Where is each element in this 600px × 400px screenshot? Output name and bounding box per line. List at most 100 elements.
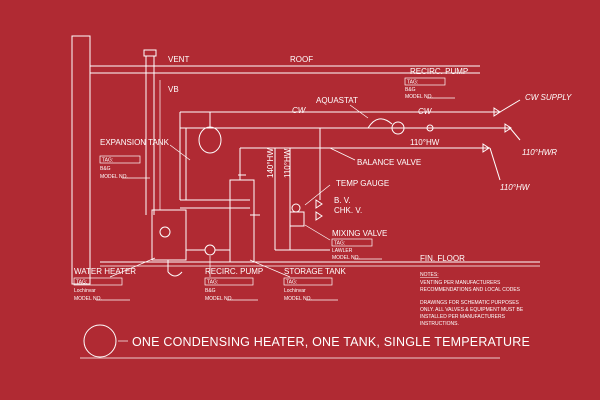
label-vb: VB bbox=[168, 85, 179, 94]
right-supply-lines bbox=[482, 99, 521, 181]
tag-model: MODEL NO. bbox=[100, 174, 128, 180]
tag-model: MODEL NO. bbox=[205, 296, 233, 302]
storage-tank bbox=[229, 174, 255, 263]
wall-column bbox=[71, 35, 91, 285]
hwr-valve bbox=[504, 123, 512, 133]
tag-maker: Lochinvar bbox=[74, 288, 96, 294]
recirc-pump-top-body bbox=[391, 121, 405, 135]
water-heater-burner bbox=[159, 226, 171, 238]
leader-storage-tank bbox=[249, 259, 291, 278]
label-aquastat: AQUASTAT bbox=[316, 96, 358, 105]
label-recirc-pump-top: RECIRC. PUMP bbox=[410, 67, 468, 76]
label-vent: VENT bbox=[168, 55, 189, 64]
title-block bbox=[80, 324, 500, 359]
tag-model: MODEL NO. bbox=[405, 94, 433, 100]
label-chkv: CHK. V. bbox=[334, 206, 362, 215]
tag-model: MODEL NO. bbox=[284, 296, 312, 302]
notes-line-3: DRAWINGS FOR SCHEMATIC PURPOSES bbox=[420, 300, 520, 306]
notes-heading: NOTES: bbox=[420, 272, 439, 278]
label-mixing-valve: MIXING VALVE bbox=[332, 229, 387, 238]
leader-lines bbox=[109, 104, 369, 278]
tag-blocks: TAG: B&G MODEL NO. TAG: B&G MODEL NO. TA… bbox=[73, 77, 455, 302]
label-fin-floor: FIN. FLOOR bbox=[420, 254, 465, 263]
tag-maker: B&G bbox=[405, 87, 416, 93]
tag-box bbox=[283, 277, 333, 286]
label-cw-b: CW bbox=[418, 107, 433, 116]
tag-label: TAG: bbox=[334, 241, 345, 247]
notes-line-6: INSTRUCTIONS. bbox=[420, 321, 459, 327]
tag-block-water-heater: TAG: Lochinvar MODEL NO. bbox=[73, 277, 130, 302]
tag-maker: B&G bbox=[205, 288, 216, 294]
storage-tank-body bbox=[229, 179, 255, 263]
tag-block-storage-tank: TAG: Lochinvar MODEL NO. bbox=[283, 277, 338, 302]
hw-leader bbox=[489, 147, 501, 181]
label-recirc-pump-bottom: RECIRC. PUMP bbox=[205, 267, 263, 276]
tag-label: TAG: bbox=[102, 158, 113, 164]
tag-label: TAG: bbox=[76, 280, 87, 286]
expansion-tank bbox=[198, 112, 222, 154]
gauge-icon bbox=[426, 124, 434, 132]
label-expansion-tank: EXPANSION TANK bbox=[100, 138, 170, 147]
expansion-tank-body bbox=[198, 126, 222, 154]
tag-box bbox=[204, 277, 254, 286]
notes-line-4: ONLY. ALL VALVES & EQUIPMENT MUST BE bbox=[420, 307, 524, 313]
tag-block-expansion-tank: TAG: B&G MODEL NO. bbox=[99, 155, 150, 180]
label-hw-110-right: 110°HW bbox=[500, 183, 531, 192]
tag-label: TAG: bbox=[207, 280, 218, 286]
tag-model: MODEL NO. bbox=[74, 296, 102, 302]
tag-maker: B&G bbox=[100, 166, 111, 172]
building-structure bbox=[71, 35, 540, 285]
temp-gauge-dial bbox=[291, 203, 301, 213]
tag-maker: Lochinvar bbox=[284, 288, 306, 294]
label-hw-140-vertical: 140°HW bbox=[266, 148, 275, 178]
hw-valve bbox=[482, 143, 490, 153]
label-temp-gauge: TEMP GAUGE bbox=[336, 179, 389, 188]
mixing-valve-body bbox=[289, 211, 305, 227]
tag-label: TAG: bbox=[407, 80, 418, 86]
recirc-pump-bottom-body bbox=[204, 244, 216, 256]
main-piping bbox=[179, 111, 510, 251]
vent-stack bbox=[143, 49, 161, 215]
label-storage-tank: STORAGE TANK bbox=[284, 267, 346, 276]
tag-label: TAG: bbox=[286, 280, 297, 286]
water-heater bbox=[151, 209, 187, 277]
title-circle bbox=[83, 324, 117, 358]
tag-block-recirc-pump-top: TAG: B&G MODEL NO. bbox=[404, 77, 455, 100]
leader-water-heater bbox=[109, 257, 156, 278]
recirc-pump-bottom bbox=[186, 244, 230, 256]
tag-block-recirc-pump-bottom: TAG: B&G MODEL NO. bbox=[204, 277, 258, 302]
cw-supply-leader bbox=[499, 99, 521, 113]
tag-model: MODEL NO. bbox=[332, 255, 360, 261]
label-bv: B. V. bbox=[334, 196, 351, 205]
hwr-leader bbox=[509, 127, 521, 141]
label-balance-valve: BALANCE VALVE bbox=[357, 158, 421, 167]
label-roof: ROOF bbox=[290, 55, 313, 64]
recirc-pump-top bbox=[367, 118, 434, 135]
label-hwr-110: 110°HWR bbox=[522, 148, 557, 157]
tag-maker: LAWLER bbox=[332, 248, 353, 254]
leader-aquastat bbox=[349, 104, 369, 119]
tag-block-mixing-valve: TAG: LAWLER MODEL NO. bbox=[331, 238, 382, 261]
leader-expansion-tank bbox=[169, 144, 191, 161]
mixing-valve-assembly bbox=[289, 199, 323, 227]
label-hw-110-vertical: 110°HW bbox=[283, 148, 292, 178]
leader-balance-valve bbox=[329, 147, 356, 161]
label-cw-a: CW bbox=[292, 106, 307, 115]
leader-temp-gauge bbox=[304, 184, 331, 206]
drain-trap bbox=[167, 271, 183, 277]
notes-block: NOTES: VENTING PER MANUFACTURERS RECOMME… bbox=[420, 272, 524, 327]
tag-box bbox=[331, 238, 373, 247]
label-hw-110-horizontal: 110°HW bbox=[410, 138, 440, 147]
tag-box bbox=[99, 155, 141, 164]
labels: VENT ROOF VB RECIRC. PUMP AQUASTAT CW SU… bbox=[74, 55, 572, 276]
vent-cap bbox=[143, 49, 157, 57]
notes-line-0: VENTING PER MANUFACTURERS bbox=[420, 280, 501, 286]
leader-mixing-valve bbox=[304, 224, 331, 241]
cw-valve bbox=[493, 107, 501, 117]
check-valve bbox=[315, 199, 323, 209]
diagram-title: ONE CONDENSING HEATER, ONE TANK, SINGLE … bbox=[132, 335, 530, 349]
balance-valve bbox=[315, 211, 323, 221]
tag-box bbox=[404, 77, 446, 86]
